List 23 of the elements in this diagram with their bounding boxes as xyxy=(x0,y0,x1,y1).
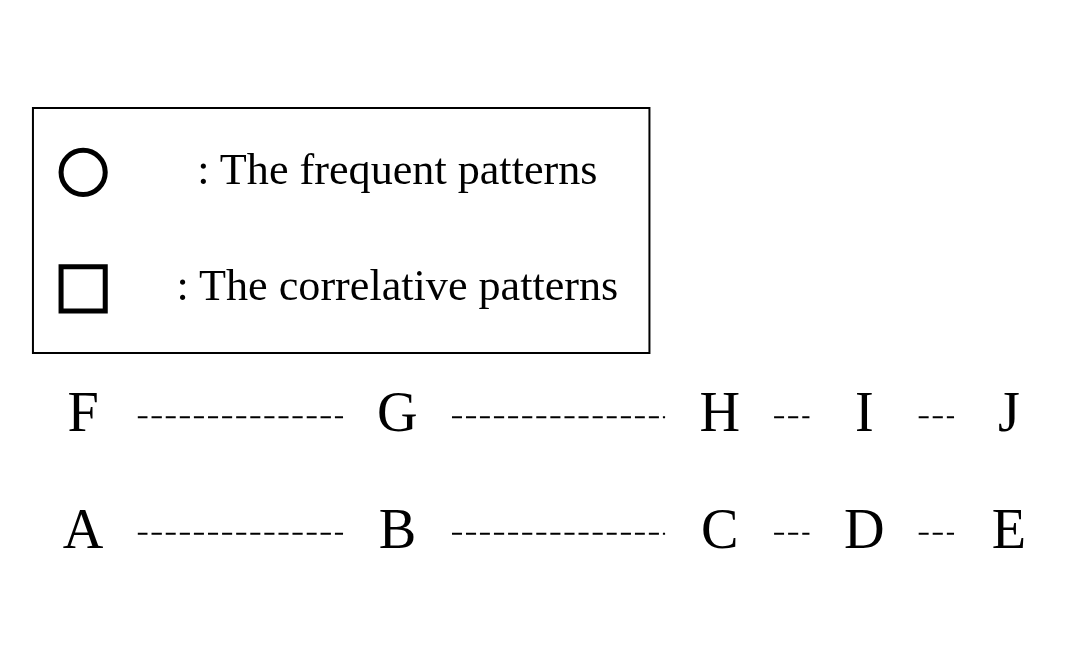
legend-label: : The correlative patterns xyxy=(176,260,619,310)
node-box xyxy=(58,263,108,313)
node-text: G xyxy=(377,380,418,443)
connector xyxy=(918,532,955,535)
node-text: A xyxy=(62,497,104,560)
connector xyxy=(137,415,344,418)
node-text: H xyxy=(699,380,741,443)
node-text: I xyxy=(854,380,874,443)
connector xyxy=(918,415,955,418)
node-text: C xyxy=(700,497,739,560)
legend-label: : The frequent patterns xyxy=(197,144,598,194)
node-text: B xyxy=(378,497,417,560)
connector xyxy=(452,415,666,418)
node-text: D xyxy=(844,497,885,560)
connector xyxy=(774,415,810,418)
connector xyxy=(137,532,344,535)
connector xyxy=(774,532,810,535)
node-text: F xyxy=(67,380,99,443)
connector xyxy=(452,532,666,535)
node-text: E xyxy=(991,497,1027,560)
node-circle xyxy=(58,147,108,197)
node-text: J xyxy=(997,380,1020,443)
cluster xyxy=(31,106,651,354)
